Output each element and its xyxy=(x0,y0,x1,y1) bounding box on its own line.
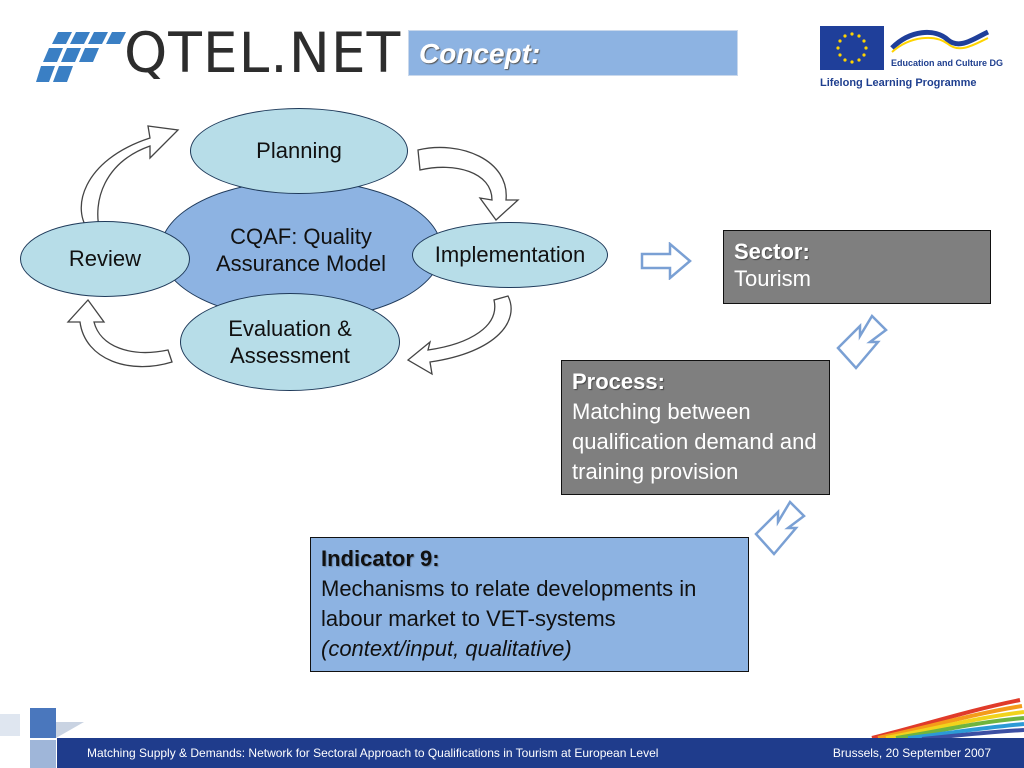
eu-logo-line1: Education and Culture DG xyxy=(891,58,1004,68)
sector-text: Tourism xyxy=(734,266,812,291)
planning-label: Planning xyxy=(256,138,342,164)
footer-rainbow-swoosh-icon xyxy=(871,698,1024,740)
footer-squares-icon xyxy=(0,708,84,768)
process-box: Process: Matching between qualification … xyxy=(561,360,830,495)
arrow-down-left-icon xyxy=(836,313,888,370)
indicator-box: Indicator 9: Mechanisms to relate develo… xyxy=(310,537,749,672)
indicator-heading: Indicator 9: xyxy=(321,546,440,571)
qtel-logo: QTEL.NET xyxy=(36,22,400,84)
footer-date: Brussels, 20 September 2007 xyxy=(832,746,991,760)
process-heading: Process: xyxy=(572,369,665,394)
indicator-note: (context/input, qualitative) xyxy=(321,636,572,661)
planning-oval: Planning xyxy=(190,108,408,194)
implementation-label: Implementation xyxy=(434,242,586,268)
cycle-arrow-top-right-icon xyxy=(417,146,520,221)
sector-heading: Sector: xyxy=(734,239,810,264)
cycle-arrow-bottom-right-icon xyxy=(406,295,512,376)
eu-swoosh-icon xyxy=(890,29,990,53)
qtel-logo-mark-icon xyxy=(36,32,126,82)
review-label: Review xyxy=(68,246,142,272)
sector-box: Sector: Tourism xyxy=(723,230,991,304)
review-oval: Review xyxy=(20,221,190,297)
arrow-down-left-icon-2 xyxy=(754,499,806,556)
qtel-logo-text: QTEL.NET xyxy=(124,21,402,85)
page-title-box: Concept: xyxy=(408,30,738,76)
footer-bar: Matching Supply & Demands: Network for S… xyxy=(57,738,1024,768)
cqaf-model-label: CQAF: Quality Assurance Model xyxy=(216,223,386,277)
implementation-oval: Implementation xyxy=(412,222,608,288)
cycle-arrow-bottom-left-icon xyxy=(66,298,173,368)
eu-flag-icon xyxy=(820,26,884,70)
cycle-arrows xyxy=(66,125,520,376)
evaluation-label: Evaluation & Assessment xyxy=(228,315,352,369)
process-text: Matching between qualification demand an… xyxy=(572,399,817,484)
cycle-arrow-top-left-icon xyxy=(80,125,180,233)
evaluation-oval: Evaluation & Assessment xyxy=(180,293,400,391)
indicator-text: Mechanisms to relate developments in lab… xyxy=(321,576,697,631)
page-title: Concept: xyxy=(419,38,541,69)
eu-logo-line2: Lifelong Learning Programme xyxy=(820,77,977,89)
footer-project-title: Matching Supply & Demands: Network for S… xyxy=(87,746,659,760)
arrow-right-icon xyxy=(640,242,692,280)
eu-logo: Education and Culture DG Lifelong Learni… xyxy=(818,22,1003,94)
